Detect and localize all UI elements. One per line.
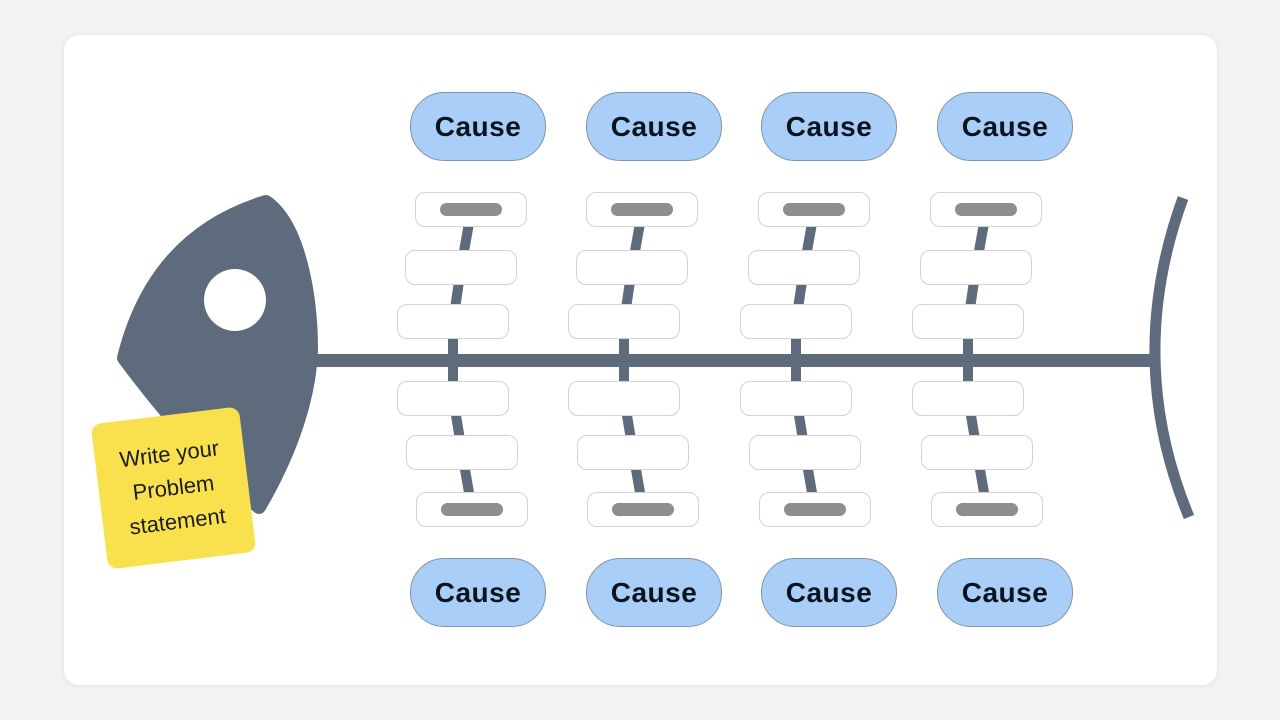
cause-detail-box-3-6[interactable] [759,492,871,527]
cause-detail-box-4-4[interactable] [912,381,1024,416]
cause-node-top-3[interactable]: Cause [761,92,897,161]
cause-detail-box-1-6[interactable] [416,492,528,527]
cause-node-bottom-3[interactable]: Cause [761,558,897,627]
fish-eye [204,269,266,331]
fish-tail [1149,196,1195,520]
cause-detail-box-2-4[interactable] [568,381,680,416]
text-placeholder-bar [612,503,674,516]
cause-detail-box-4-3[interactable] [912,304,1024,339]
problem-statement-note[interactable]: Write your Problem statement [90,406,257,570]
text-placeholder-bar [611,203,673,216]
cause-detail-box-3-5[interactable] [749,435,861,470]
cause-detail-box-2-1[interactable] [586,192,698,227]
text-placeholder-bar [440,203,502,216]
text-placeholder-bar [783,203,845,216]
cause-detail-box-3-2[interactable] [748,250,860,285]
text-placeholder-bar [441,503,503,516]
cause-detail-box-3-4[interactable] [740,381,852,416]
cause-detail-box-4-2[interactable] [920,250,1032,285]
cause-detail-box-4-6[interactable] [931,492,1043,527]
cause-detail-box-1-4[interactable] [397,381,509,416]
text-placeholder-bar [784,503,846,516]
cause-node-bottom-2[interactable]: Cause [586,558,722,627]
text-placeholder-bar [956,503,1018,516]
cause-detail-box-1-3[interactable] [397,304,509,339]
cause-node-bottom-1[interactable]: Cause [410,558,546,627]
cause-node-top-1[interactable]: Cause [410,92,546,161]
cause-detail-box-4-5[interactable] [921,435,1033,470]
cause-detail-box-2-2[interactable] [576,250,688,285]
cause-detail-box-2-6[interactable] [587,492,699,527]
cause-node-top-2[interactable]: Cause [586,92,722,161]
cause-detail-box-2-3[interactable] [568,304,680,339]
cause-node-bottom-4[interactable]: Cause [937,558,1073,627]
cause-detail-box-2-5[interactable] [577,435,689,470]
cause-detail-box-1-5[interactable] [406,435,518,470]
text-placeholder-bar [955,203,1017,216]
cause-detail-box-1-2[interactable] [405,250,517,285]
cause-node-top-4[interactable]: Cause [937,92,1073,161]
cause-detail-box-1-1[interactable] [415,192,527,227]
cause-detail-box-4-1[interactable] [930,192,1042,227]
cause-detail-box-3-1[interactable] [758,192,870,227]
cause-detail-box-3-3[interactable] [740,304,852,339]
